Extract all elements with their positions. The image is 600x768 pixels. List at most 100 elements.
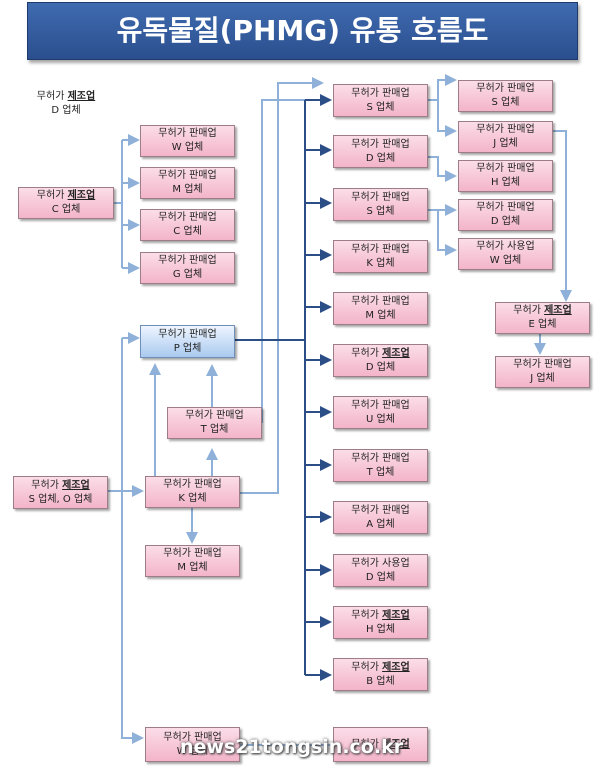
node-role: 무허가: [351, 452, 379, 464]
node-type: 제조업: [544, 305, 572, 316]
node-role: 무허가: [476, 241, 504, 252]
node-sell-s-mid2: 무허가 판매업 S 업체: [333, 188, 428, 221]
node-company: G 업체: [172, 269, 203, 280]
node-company: J 업체: [493, 138, 518, 149]
node-type: 판매업: [189, 128, 217, 139]
node-company: D 업체: [365, 571, 396, 583]
node-user-w: 무허가 사용업 W 업체: [458, 238, 553, 270]
node-company: M 업체: [365, 309, 396, 321]
node-type: 제조업: [382, 661, 410, 673]
node-role: 무허가: [476, 163, 504, 174]
node-type: 판매업: [189, 328, 217, 340]
node-role: 무허가: [36, 190, 65, 201]
node-company: W 업체: [489, 255, 522, 266]
node-sell-j-far: 무허가 판매업 J 업체: [495, 356, 590, 388]
node-type: 판매업: [544, 359, 572, 370]
node-type: 판매업: [382, 243, 410, 255]
node-type: 판매업: [382, 452, 410, 464]
node-type: 판매업: [194, 731, 222, 743]
node-sell-s-mid: 무허가 판매업 S 업체: [333, 84, 428, 117]
node-company: D 업체: [51, 105, 81, 116]
node-type: 판매업: [382, 295, 410, 307]
node-company: U 업체: [366, 413, 395, 425]
node-type: 판매업: [382, 138, 410, 150]
node-mfr-bottom: 무허가 제조업: [333, 727, 428, 762]
node-mfr-c: 무허가 제조업 C 업체: [18, 187, 114, 219]
node-role: 무허가: [185, 410, 213, 421]
node-company: H 업체: [365, 623, 396, 635]
node-type: 판매업: [507, 202, 535, 213]
node-company: D 업체: [365, 152, 396, 164]
watermark-text: news21tongsin.co.kr: [180, 736, 404, 758]
node-company: T 업체: [200, 424, 229, 435]
node-company: H 업체: [490, 177, 521, 188]
node-role: 무허가: [351, 347, 379, 359]
node-role: 무허가: [163, 479, 191, 490]
node-type: 제조업: [382, 347, 410, 359]
node-type: 제조업: [67, 190, 96, 201]
node-sell-d-mid: 무허가 판매업 D 업체: [333, 135, 428, 168]
node-company: D 업체: [365, 361, 396, 373]
node-role: 무허가: [351, 661, 379, 673]
node-role: 무허가: [158, 328, 186, 340]
node-role: 무허가: [36, 91, 65, 102]
node-sell-m-left: 무허가 판매업 M 업체: [145, 545, 240, 577]
node-type: 판매업: [382, 504, 410, 516]
node-company: S 업체: [366, 205, 395, 217]
node-role: 무허가: [31, 479, 59, 491]
diagram-title: 유독물질(PHMG) 유통 흐름도: [27, 2, 578, 60]
node-role: 무허가: [351, 191, 379, 203]
node-company: E 업체: [528, 319, 557, 330]
node-company: J 업체: [530, 373, 555, 384]
node-sell-k-mid: 무허가 판매업 K 업체: [333, 240, 428, 273]
node-mfr-b: 무허가 제조업 B 업체: [333, 658, 428, 691]
node-company: M 업체: [172, 184, 203, 195]
node-type: 제조업: [62, 479, 90, 491]
node-company: M 업체: [177, 562, 208, 573]
node-role: 무허가: [163, 731, 191, 743]
node-role: 무허가: [513, 359, 541, 370]
node-type: 제조업: [382, 609, 410, 621]
node-type: 판매업: [189, 212, 217, 223]
node-sell-a: 무허가 판매업 A 업체: [333, 501, 428, 534]
node-company: S 업체: [366, 101, 395, 113]
node-type: 판매업: [189, 170, 217, 181]
node-sell-h-right: 무허가 판매업 H 업체: [458, 160, 553, 192]
node-role: 무허가: [351, 399, 379, 411]
node-role: 무허가: [158, 170, 186, 181]
node-company: K 업체: [178, 493, 207, 504]
node-sell-d-right: 무허가 판매업 D 업체: [458, 199, 553, 231]
node-company: B 업체: [366, 675, 395, 687]
node-type: 판매업: [507, 124, 535, 135]
node-sell-m-mid: 무허가 판매업 M 업체: [333, 292, 428, 325]
node-role: 무허가: [476, 124, 504, 135]
node-role: 무허가: [351, 609, 379, 621]
node-role: 무허가: [351, 504, 379, 516]
node-type: 사용업: [507, 241, 535, 252]
node-sell-t: 무허가 판매업 T 업체: [167, 407, 262, 439]
node-mfr-d: 무허가 제조업 D 업체: [18, 88, 114, 120]
node-company: S 업체, O 업체: [28, 493, 93, 505]
node-mfr-so: 무허가 제조업 S 업체, O 업체: [13, 476, 108, 509]
node-sell-j-right: 무허가 판매업 J 업체: [458, 121, 553, 153]
node-sell-p: 무허가 판매업 P 업체: [140, 325, 235, 358]
node-sell-t-mid: 무허가 판매업 T 업체: [333, 449, 428, 482]
node-role: 무허가: [351, 557, 379, 569]
node-sell-u: 무허가 판매업 U 업체: [333, 396, 428, 429]
node-company: A 업체: [366, 518, 395, 530]
node-user-d: 무허가 사용업 D 업체: [333, 554, 428, 587]
node-company: P 업체: [173, 342, 202, 354]
node-role: 무허가: [513, 305, 541, 316]
node-sell-m-top: 무허가 판매업 M 업체: [140, 167, 235, 199]
node-role: 무허가: [351, 243, 379, 255]
node-company: C 업체: [173, 226, 202, 237]
node-sell-s-right: 무허가 판매업 S 업체: [458, 80, 553, 112]
node-type: 판매업: [507, 163, 535, 174]
node-company: D 업체: [490, 216, 521, 227]
node-mfr-h: 무허가 제조업 H 업체: [333, 606, 428, 639]
node-type: 제조업: [67, 91, 96, 102]
node-company: S 업체: [491, 97, 520, 108]
node-role: 무허가: [351, 138, 379, 150]
node-type: 판매업: [507, 83, 535, 94]
node-role: 무허가: [351, 87, 379, 99]
